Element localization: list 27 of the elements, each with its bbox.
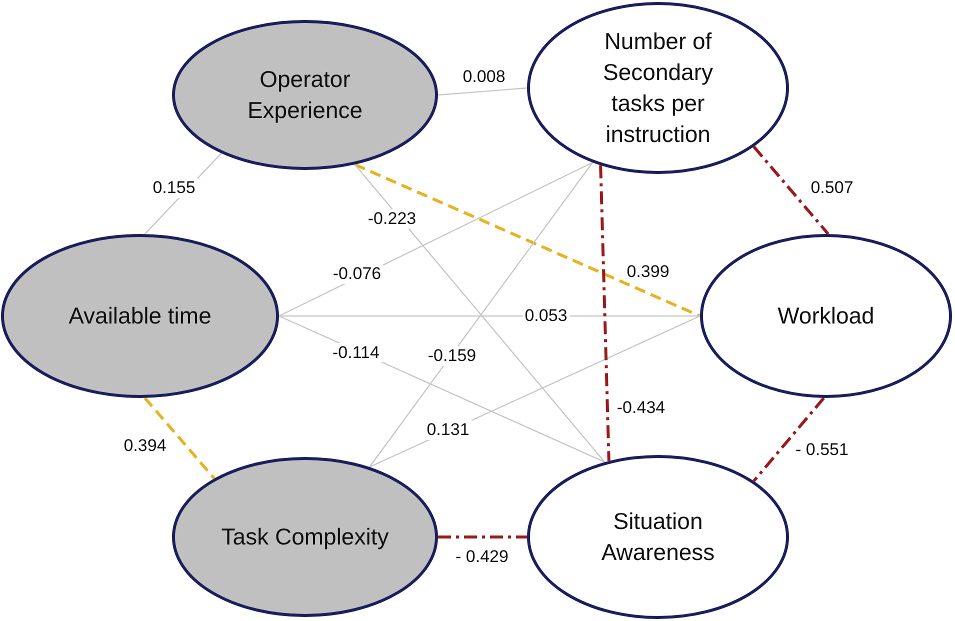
ellipse-node [172, 20, 438, 170]
edge-label: -0.223 [366, 209, 418, 229]
edge-label: 0.155 [150, 178, 198, 198]
node-label: Situation Awareness [600, 507, 716, 567]
edge-label: 0.131 [424, 420, 472, 440]
connector-line [752, 397, 825, 482]
connector-line [599, 165, 610, 462]
node-label: Operator Experience [246, 65, 364, 125]
edge-label: -0.114 [330, 343, 382, 363]
ellipse-node [527, 2, 789, 174]
connector-line [144, 396, 216, 480]
connector-line [279, 315, 700, 317]
connector-line [438, 87, 528, 96]
node-label: Workload [776, 302, 876, 330]
ellipse-node [172, 457, 438, 617]
node-label: Available time [68, 302, 212, 330]
edge-label: -0.076 [330, 264, 384, 284]
edge-label: -0.159 [426, 346, 478, 366]
ellipse-node [527, 455, 789, 619]
node-label: Number of Secondary tasks per instruction [602, 27, 714, 149]
ellipse-node [1, 234, 279, 398]
connector-line [354, 163, 701, 318]
connector-line [752, 146, 830, 235]
node-label: Task Complexity [220, 522, 390, 552]
edge-label: 0.399 [624, 262, 672, 282]
ellipse-node [700, 234, 952, 398]
connector-line [438, 536, 527, 538]
